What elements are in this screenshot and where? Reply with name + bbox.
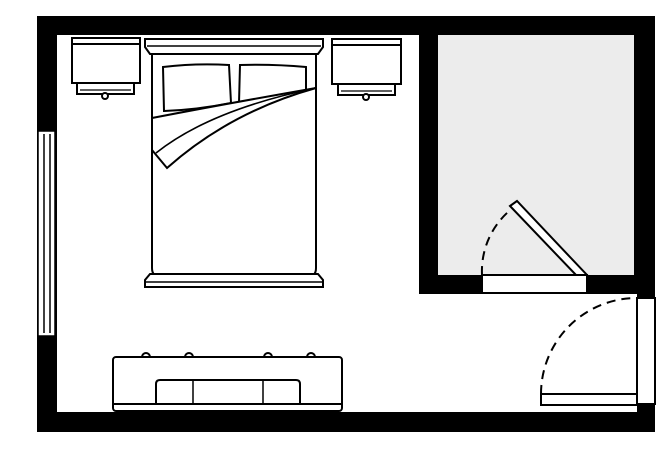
nightstand-left bbox=[71, 37, 141, 100]
bed-icon bbox=[144, 38, 324, 288]
window-icon bbox=[37, 130, 56, 337]
nightstand-right bbox=[331, 38, 402, 101]
closet-door-icon[interactable] bbox=[480, 199, 590, 294]
dresser-icon bbox=[112, 352, 343, 412]
door-icon[interactable] bbox=[540, 297, 656, 432]
pillow-left bbox=[161, 63, 233, 113]
closet-floor bbox=[438, 35, 634, 275]
